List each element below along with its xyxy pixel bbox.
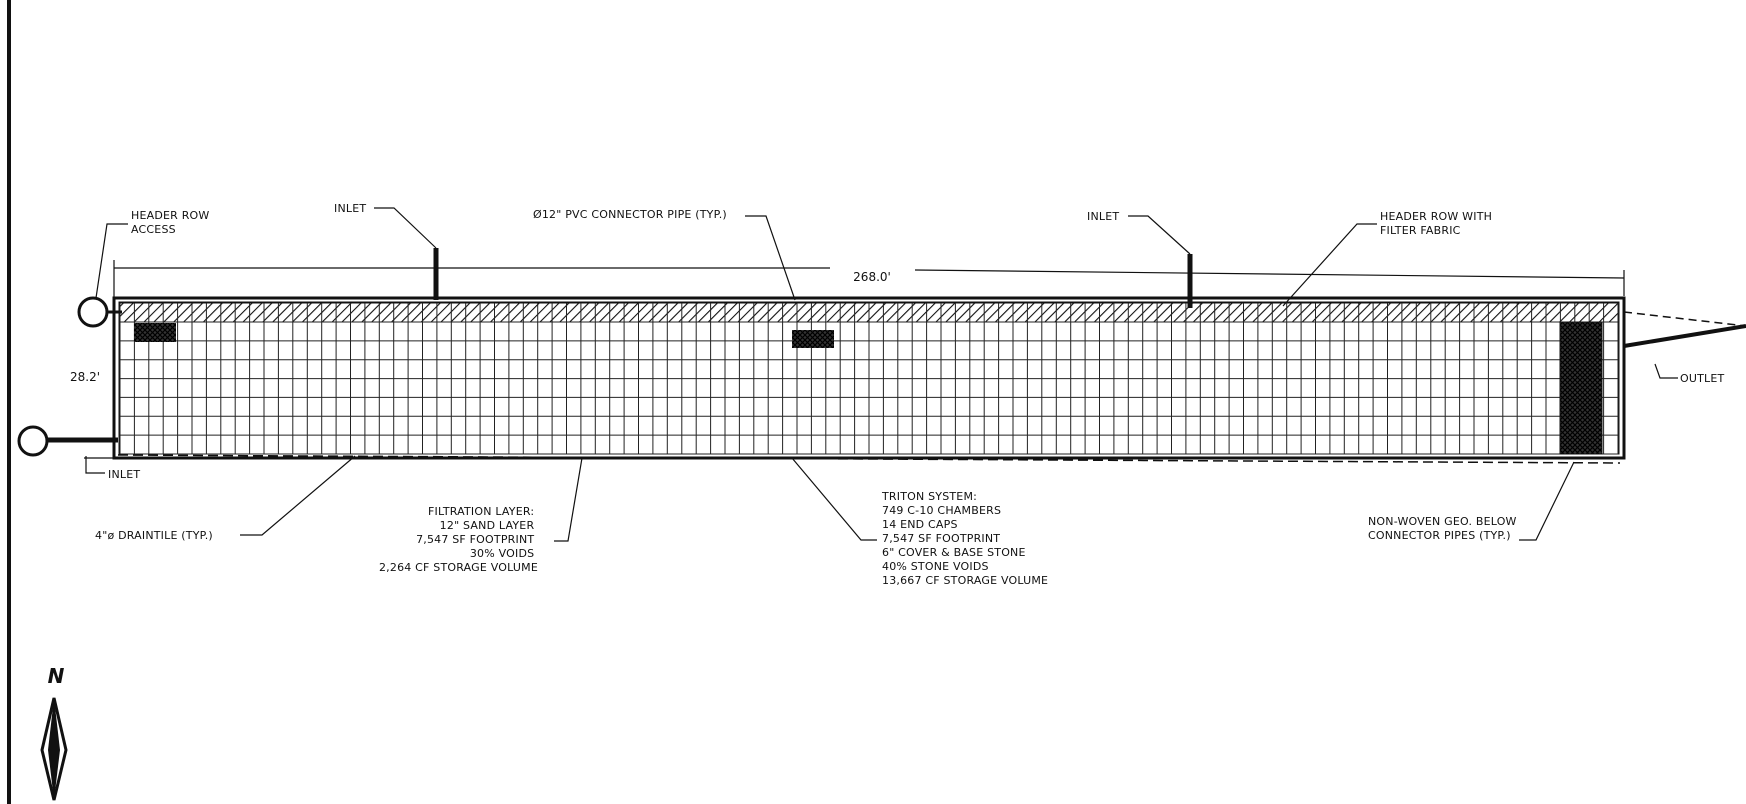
label-inlet-bottom: INLET — [108, 468, 140, 481]
chamber-bed — [112, 296, 1626, 464]
filter-fabric-line — [117, 454, 1621, 464]
leader-header-access — [95, 223, 128, 299]
connector-pipe-marker-mid — [792, 330, 834, 348]
outlet-pipe — [1623, 324, 1746, 348]
width-label: 28.2' — [70, 370, 100, 384]
inlet-bottom-circle — [17, 425, 49, 457]
leader-header-filter — [1282, 223, 1377, 307]
width-dimension: 28.2' — [70, 312, 122, 459]
label-header-row-access: HEADER ROW ACCESS — [131, 209, 213, 236]
leader-inlet-top-right — [1128, 215, 1191, 255]
chamber-grid — [119, 303, 1619, 455]
label-inlet-top-right: INLET — [1087, 210, 1119, 223]
label-draintile: 4"ø DRAINTILE (TYP.) — [95, 529, 213, 542]
outlet-dashed — [1623, 311, 1746, 327]
north-arrow-fill — [48, 698, 60, 800]
leader-non-woven — [1519, 461, 1575, 541]
length-dimension: 268.0' — [113, 260, 1625, 298]
label-header-row-filter: HEADER ROW WITH FILTER FABRIC — [1380, 210, 1496, 237]
label-non-woven: NON-WOVEN GEO. BELOW CONNECTOR PIPES (TY… — [1368, 515, 1520, 542]
leader-draintile — [240, 455, 356, 536]
north-arrow-letter: N — [48, 664, 65, 688]
end-cap-block — [1559, 321, 1603, 455]
label-connector-pipe: Ø12" PVC CONNECTOR PIPE (TYP.) — [533, 208, 727, 221]
length-label: 268.0' — [853, 270, 891, 284]
leader-filtration — [554, 457, 583, 542]
label-outlet: OUTLET — [1680, 372, 1725, 385]
leader-outlet — [1654, 363, 1678, 379]
north-arrow: N — [40, 664, 68, 801]
label-filtration-layer: FILTRATION LAYER: 12" SAND LAYER 7,547 S… — [379, 505, 538, 574]
label-inlet-top-left: INLET — [334, 202, 366, 215]
leader-inlet-top-left — [374, 207, 437, 249]
connector-pipe-marker-left — [134, 323, 176, 342]
leader-inlet-bottom — [85, 456, 105, 474]
label-triton-system: TRITON SYSTEM: 749 C-10 CHAMBERS 14 END … — [881, 490, 1048, 587]
leader-connector-pipe — [745, 215, 796, 301]
leader-triton — [791, 457, 877, 541]
header-row-access-circle — [77, 296, 109, 328]
